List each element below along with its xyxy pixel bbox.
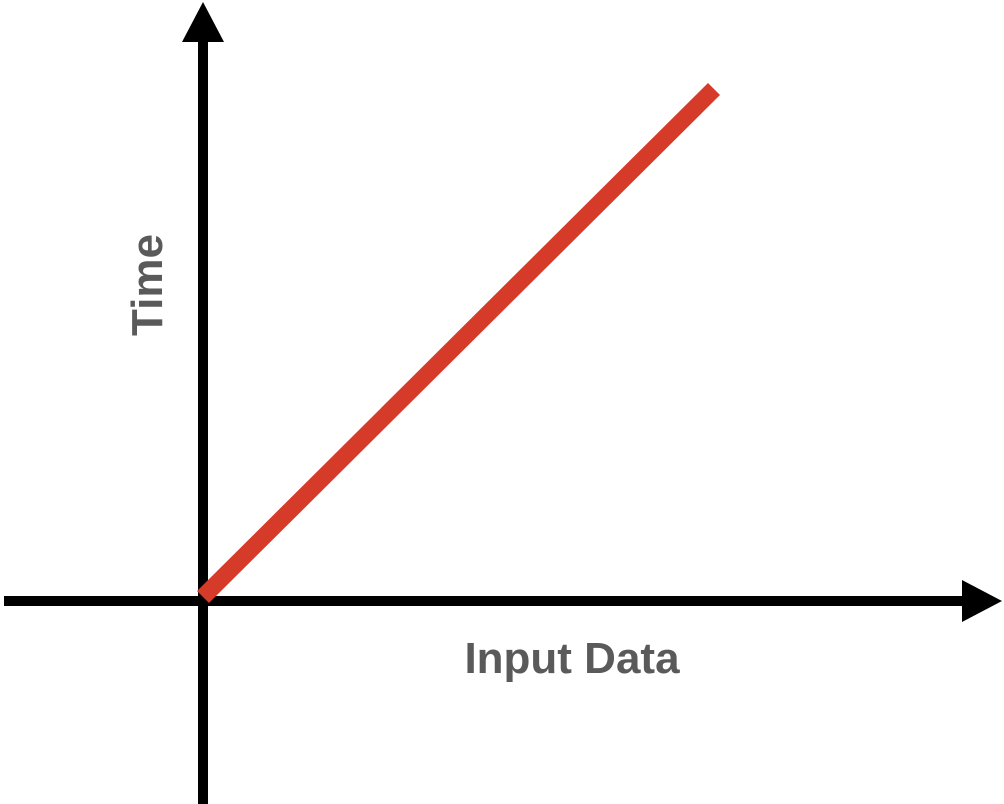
x-axis-label: Input Data (464, 634, 680, 683)
x-axis-arrowhead (962, 580, 1002, 622)
y-axis-label: Time (123, 234, 172, 336)
series-group (197, 82, 720, 604)
series-line-0 (197, 82, 720, 604)
axes (4, 2, 1002, 804)
y-axis-arrowhead (182, 2, 224, 42)
